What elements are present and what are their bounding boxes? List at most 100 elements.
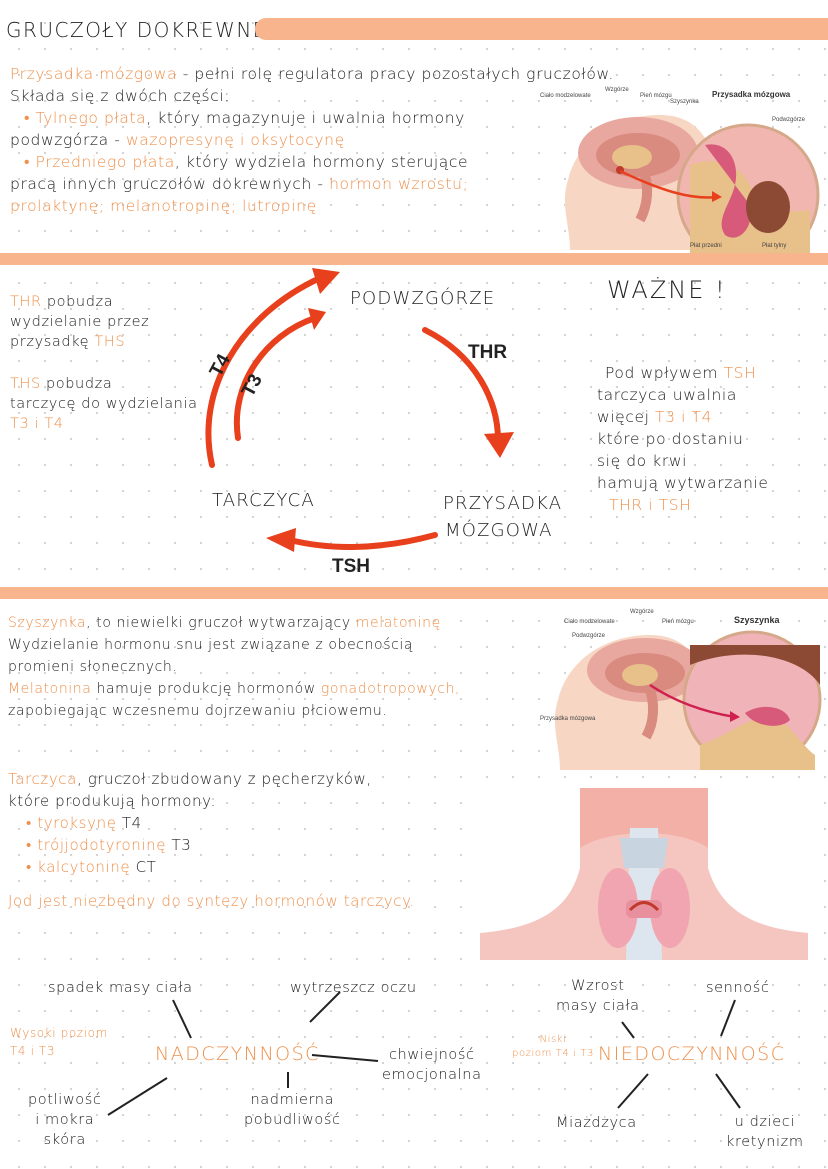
gonadotropic-ref: gonadotropowych,: [320, 681, 461, 697]
section-divider-1: [0, 253, 828, 265]
hyper-s5c: skóra: [43, 1132, 86, 1148]
hyper-s5a: potliwość: [28, 1092, 102, 1108]
pituitary-desc: - pełni rolę regulatora pracy pozostałyc…: [177, 65, 614, 83]
anterior-hormones: prolaktynę; melanotropinę; lutropinę: [10, 197, 317, 215]
image-title: Przysadka mózgowa: [712, 90, 791, 99]
page-title: GRUCZOŁY DOKREWNE: [6, 18, 267, 42]
hyper-side-2: T4 i T3: [10, 1044, 56, 1058]
hypo-symptom-cretinism: u dzieci kretynizm: [726, 1112, 804, 1152]
imp-1: Pod wpływem: [605, 364, 724, 382]
pineal-l4: hamuje produkcję hormonów: [91, 681, 321, 697]
hyper-s3a: chwiejność: [388, 1047, 475, 1063]
node-pituitary-1: PRZYSADKA: [443, 493, 563, 514]
t3: T3: [166, 836, 192, 854]
melatonin-label: Melatonina: [8, 681, 92, 697]
calcitonin: • kalcytoninę: [26, 858, 131, 876]
posterior-lobe-shape: [746, 181, 790, 233]
imp-2: tarczyca uwalnia: [597, 386, 737, 404]
label-wzgorze: Wzgórze: [605, 87, 629, 93]
ths-desc-2: tarczycę do wydzielania: [10, 396, 198, 412]
hyper-symptom-sweating: potliwość i mokra skóra: [28, 1090, 101, 1150]
cycle-explanation: THR pobudza wydzielanie przez przysadkę …: [10, 292, 210, 434]
imp-3: więcej: [597, 408, 656, 426]
tsh-arrow: [287, 532, 438, 550]
imp-7: THR i TSH: [609, 496, 692, 514]
thyroid-left-lobe: [598, 868, 638, 948]
pituitary-name: Przysadka mózgowa: [10, 65, 178, 83]
hyper-high-level: Wysoki poziom T4 i T3: [10, 1024, 108, 1060]
ths-ref: THS: [94, 334, 126, 350]
hormone-cycle-diagram: T4 T3 THR TSH: [205, 268, 514, 577]
hyper-s5b: i mokra: [35, 1112, 95, 1128]
hypo-side-1: Niski: [539, 1034, 567, 1045]
hyper-symptom-emotional: chwiejność emocjonalna: [382, 1045, 482, 1085]
hyper-symptom-weight: spadek masy ciała: [48, 980, 193, 996]
pineal-label-wzgorze: Wzgórze: [630, 609, 654, 615]
posterior-desc: , który magazynuje i uwalnia hormony: [146, 109, 465, 127]
important-title: WAŻNE !: [607, 276, 727, 304]
imp-t3t4: T3 i T4: [655, 408, 713, 426]
imp-6: hamują wytwarzanie: [597, 474, 769, 492]
anterior-desc: , który wydziela hormony sterujące: [174, 153, 469, 171]
label-plat-przedni: Płat przedni: [690, 243, 722, 249]
hypo-symptom-atherosclerosis: Miażdżyca: [556, 1115, 637, 1131]
growth-hormone: hormon wzrostu;: [329, 175, 469, 193]
t3-t4-ref: T3 i T4: [10, 416, 64, 432]
thyroid-text: Tarczyca, gruczoł zbudowany z pęcherzykó…: [8, 768, 458, 912]
hyper-side-1: Wysoki poziom: [10, 1026, 108, 1040]
thyroid-illustration: [480, 788, 808, 960]
posterior-lobe: • Tylnego płata: [24, 109, 147, 127]
label-szyszynka: Szyszynka: [670, 99, 699, 105]
label-plat-tylny: Płat tylny: [762, 243, 786, 249]
pineal-l2: Wydzielanie hormonu snu jest związane z …: [8, 637, 414, 653]
hyper-symptom-excitability: nadmierna pobudliwość: [244, 1090, 341, 1130]
hypo-s1b: masy ciała: [556, 998, 640, 1014]
thr-desc-2: wydzielanie przez: [10, 314, 150, 330]
hypo-low-level: Niski poziom T4 i T3: [512, 1033, 594, 1061]
pineal-illustration: Ciało modzelowate Wzgórze Pień mózgu Pod…: [540, 609, 822, 770]
label-podwzgorze: Podwzgórze: [772, 117, 806, 123]
ths-desc: pobudza: [40, 376, 113, 392]
posterior-hormones: wazopresynę i oksytocynę: [126, 131, 345, 149]
hyper-s4b: pobudliwość: [244, 1112, 341, 1128]
pineal-l5: zapobiegając wczesnemu dojrzewaniu płcio…: [8, 703, 388, 719]
t4-arrow: [205, 275, 323, 468]
hypo-s4b: kretynizm: [726, 1134, 804, 1150]
hyperthyroidism-label: NADCZYNNOŚĆ: [155, 1043, 320, 1065]
thyroid-l2: które produkują hormony:: [8, 792, 217, 810]
title-bar: [255, 18, 828, 40]
melatonin-ref: melatoninę: [355, 615, 441, 631]
label-pien: Pień mózgu: [640, 93, 672, 99]
important-note: Pod wpływem TSH tarczyca uwalnia więcej …: [597, 362, 825, 516]
hypothyroidism-label: NIEDOCZYNNOŚĆ: [598, 1043, 786, 1065]
pineal-image-title: Szyszynka: [734, 615, 781, 625]
node-thyroid: TARCZYCA: [212, 490, 315, 511]
pineal-label-pien: Pień mózgu: [662, 619, 694, 625]
imp-5: się do krwi: [597, 452, 688, 470]
thr-desc-3: przysadkę: [10, 334, 95, 350]
iodine-note: Jod jest niezbędny do syntezy hormonów t…: [8, 892, 415, 910]
hypo-s4a: u dzieci: [734, 1114, 795, 1130]
t4: T4: [116, 814, 142, 832]
tsh-arrow-label: TSH: [332, 556, 370, 577]
thr-arrow-label: THR: [468, 342, 507, 363]
pineal-label-przysadka: Przysadka mózgowa: [540, 716, 596, 722]
thyroid-disorders-connectors: [107, 991, 741, 1116]
pineal-text: Szyszynka, to niewielki gruczoł wytwarza…: [8, 612, 548, 722]
hypo-symptom-sleepiness: senność: [706, 980, 770, 996]
imp-4: które po dostaniu: [597, 430, 744, 448]
thr-label: THR: [10, 294, 42, 310]
imp-tsh: TSH: [723, 364, 757, 382]
pituitary-text: Przysadka mózgowa - pełni rolę regulator…: [10, 63, 690, 217]
section-divider-2: [0, 587, 828, 599]
hyper-s3b: emocjonalna: [382, 1067, 482, 1083]
anterior-lobe: • Przedniego płata: [24, 153, 175, 171]
pineal-desc: , to niewielki gruczoł wytwarzający: [86, 615, 356, 631]
pituitary-illustration: Ciało modzelowate Wzgórze Pień mózgu Szy…: [540, 87, 820, 255]
hypo-symptom-weight: Wzrost masy ciała: [556, 976, 640, 1016]
thyroxine: • tyroksynę: [26, 814, 117, 832]
pineal-l3: promieni słonecznych.: [8, 659, 178, 675]
pituitary-parts: Składa się z dwóch części:: [10, 87, 231, 105]
ct: CT: [130, 858, 157, 876]
hypo-side-2: poziom T4 i T3: [512, 1048, 595, 1059]
